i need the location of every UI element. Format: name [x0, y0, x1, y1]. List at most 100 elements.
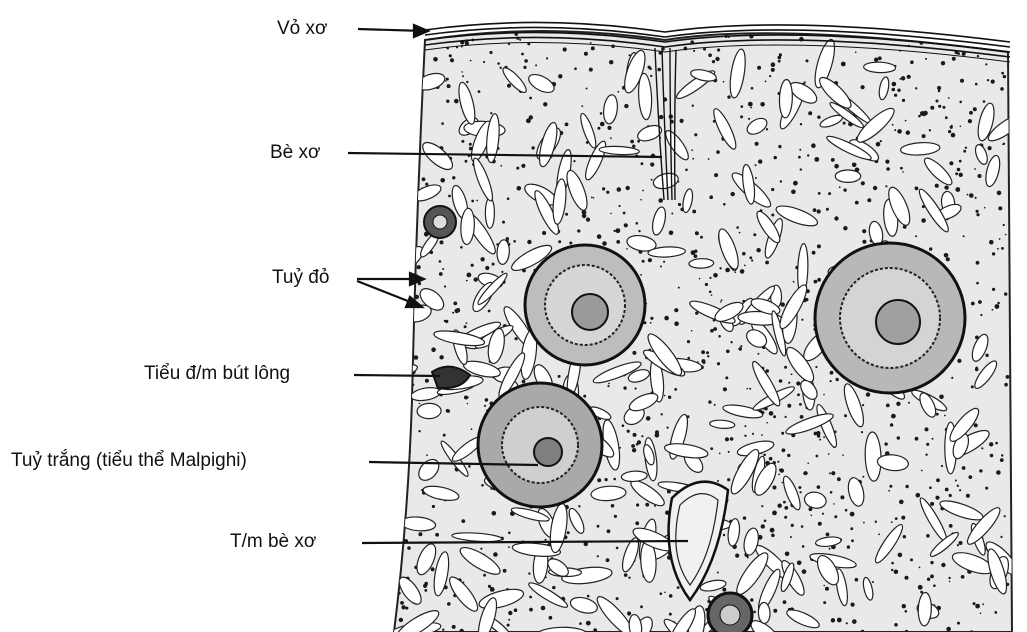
stipple-dot [405, 360, 409, 364]
stipple-dot [452, 176, 455, 179]
stipple-dot [900, 167, 903, 170]
stipple-dot [581, 105, 583, 107]
stipple-dot [683, 20, 685, 22]
stipple-dot [526, 118, 531, 123]
stipple-dot [773, 486, 777, 490]
stipple-dot [678, 203, 681, 206]
stipple-dot [623, 212, 626, 215]
stipple-dot [638, 230, 640, 232]
stipple-dot [693, 50, 695, 52]
stipple-dot [766, 422, 768, 424]
stipple-dot [825, 587, 829, 591]
stipple-dot [723, 81, 725, 83]
stipple-dot [765, 261, 769, 265]
stipple-dot [400, 346, 403, 349]
stipple-dot [769, 75, 771, 77]
stipple-dot [396, 189, 399, 192]
stipple-dot [755, 142, 759, 146]
stipple-dot [424, 589, 427, 592]
stipple-dot [565, 213, 568, 216]
stipple-dot [747, 557, 749, 559]
stipple-dot [867, 198, 871, 202]
stipple-dot [645, 503, 649, 507]
stipple-dot [975, 604, 980, 609]
stipple-dot [624, 573, 628, 577]
stipple-dot [552, 586, 555, 589]
stipple-dot [987, 79, 989, 81]
stipple-dot [606, 191, 609, 194]
stipple-dot [412, 177, 414, 179]
stipple-dot [396, 471, 400, 475]
stipple-dot [1006, 375, 1010, 379]
stipple-dot [948, 130, 951, 133]
stipple-dot [844, 414, 847, 417]
stipple-dot [637, 440, 641, 444]
stipple-dot [493, 552, 498, 557]
stipple-dot [755, 177, 757, 179]
stipple-dot [772, 511, 777, 516]
stipple-dot [799, 149, 801, 151]
stipple-dot [892, 88, 896, 92]
stipple-dot [440, 178, 445, 183]
white-pulp-upper-left [525, 245, 645, 365]
stipple-dot [500, 67, 502, 69]
stipple-dot [886, 167, 890, 171]
stipple-dot [874, 19, 879, 24]
stipple-dot [813, 208, 817, 212]
stipple-dot [735, 554, 739, 558]
stipple-dot [586, 88, 588, 90]
stipple-dot [823, 436, 825, 438]
stipple-dot [830, 371, 834, 375]
white-pulp-lower [478, 383, 602, 507]
stipple-dot [769, 457, 773, 461]
stipple-dot [997, 302, 1000, 305]
stipple-dot [529, 97, 532, 100]
stipple-dot [650, 75, 652, 77]
stipple-dot [819, 20, 823, 24]
stipple-dot [608, 383, 610, 385]
stipple-dot [771, 68, 775, 72]
stipple-dot [872, 581, 874, 583]
stipple-dot [470, 60, 472, 62]
stipple-dot [616, 228, 621, 233]
stipple-dot [449, 54, 452, 57]
stipple-dot [977, 55, 979, 57]
stipple-dot [452, 312, 454, 314]
stipple-dot [932, 438, 934, 440]
stipple-dot [694, 254, 698, 258]
stipple-dot [962, 52, 966, 56]
stipple-dot [878, 533, 880, 535]
stipple-dot [648, 258, 652, 262]
stipple-dot [891, 569, 893, 571]
stipple-dot [823, 585, 825, 587]
stipple-dot [508, 546, 510, 548]
stipple-dot [948, 97, 950, 99]
stipple-dot [807, 462, 809, 464]
stipple-dot [918, 115, 921, 118]
stipple-dot [439, 260, 442, 263]
stipple-dot [725, 376, 728, 379]
stipple-dot [949, 161, 953, 165]
stipple-dot [701, 350, 705, 354]
stipple-dot [798, 486, 801, 489]
stipple-dot [935, 496, 939, 500]
stipple-dot [752, 433, 754, 435]
stipple-dot [974, 423, 978, 427]
stipple-dot [394, 320, 396, 322]
stipple-dot [834, 515, 837, 518]
stipple-dot [919, 567, 921, 569]
stipple-dot [508, 532, 511, 535]
stipple-dot [783, 600, 787, 604]
stipple-dot [817, 116, 820, 119]
stipple-dot [685, 169, 688, 172]
stipple-dot [714, 404, 716, 406]
stipple-dot [448, 195, 451, 198]
stipple-dot [784, 516, 787, 519]
stipple-dot [586, 218, 590, 222]
stipple-dot [418, 430, 420, 432]
stipple-dot [899, 500, 904, 505]
stipple-dot [920, 111, 925, 116]
stipple-dot [717, 572, 719, 574]
stipple-dot [885, 185, 887, 187]
stipple-dot [779, 379, 783, 383]
